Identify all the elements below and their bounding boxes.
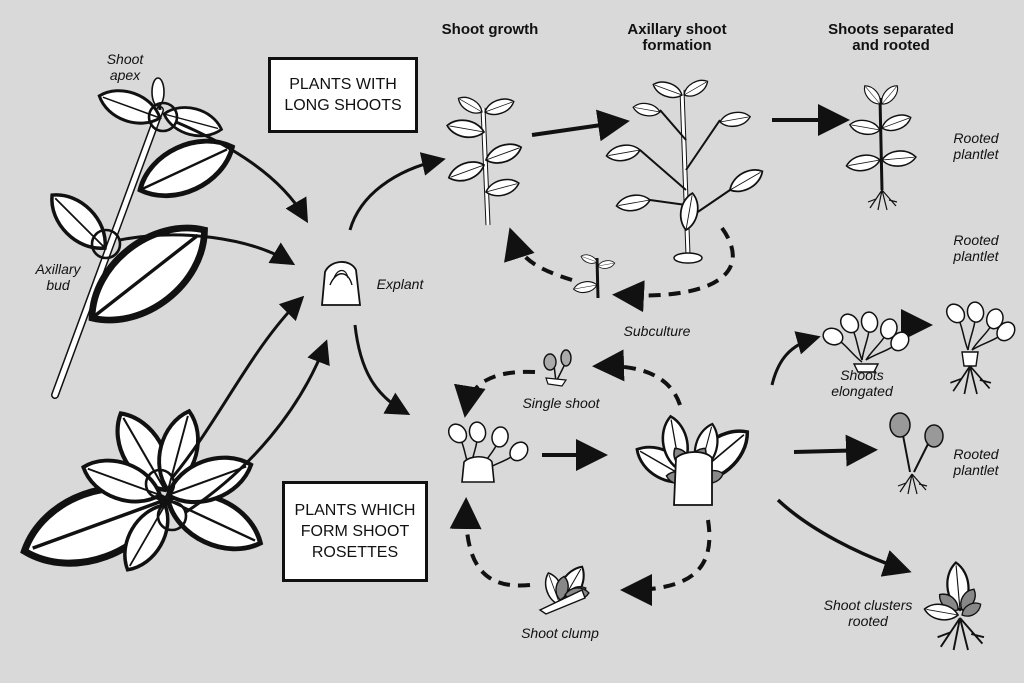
- arrows-from-explant: [348, 152, 446, 415]
- shoot-clusters-rooted-illustration: [922, 560, 985, 651]
- header-shoot-growth: Shoot growth: [441, 21, 539, 38]
- header-separated-line-1: Shoots separated: [828, 21, 954, 38]
- label-shoot-clump: Shoot clump: [521, 625, 599, 641]
- label-shoots-elongated: Shoots elongated: [822, 367, 902, 399]
- label-explant: Explant: [376, 276, 424, 292]
- shoots-elongated-illustration: [818, 309, 914, 375]
- arrows-to-explant: [119, 120, 330, 514]
- label-subculture: Subculture: [623, 323, 691, 339]
- bottom-row-arrows: [449, 309, 933, 606]
- label-rooted-plantlet-top: Rooted plantlet: [940, 130, 1012, 162]
- label-axillary-bud: Axillary bud: [25, 261, 91, 293]
- long-shoots-line-2: LONG SHOOTS: [284, 97, 402, 114]
- long-shoots-line-1: PLANTS WITH: [289, 76, 397, 93]
- rosettes-line-2: FORM SHOOT: [300, 523, 410, 540]
- axillary-bud-line-2: bud: [46, 277, 70, 293]
- label-shoot-clusters-rooted: Shoot clusters rooted: [806, 597, 930, 629]
- rooted-middle-line-1: Rooted: [953, 232, 999, 248]
- axillary-bud-line-1: Axillary: [35, 261, 81, 277]
- long-shoot-plant-illustration: [38, 77, 242, 399]
- rosette-cluster-illustration: [628, 413, 760, 506]
- long-shoots-box: PLANTS WITH LONG SHOOTS: [268, 57, 418, 133]
- rooted-top-line-2: plantlet: [953, 146, 999, 162]
- clusters-line-2: rooted: [848, 613, 888, 629]
- header-shoots-separated: Shoots separated and rooted: [806, 22, 976, 54]
- elongated-line-1: Shoots: [840, 367, 884, 383]
- shoot-clump-illustration: [538, 560, 592, 615]
- axillary-formation-illustration: [604, 75, 768, 264]
- explant-illustration: [321, 261, 362, 306]
- elongated-line-2: elongated: [831, 383, 893, 399]
- rooted-lower-line-1: Rooted: [953, 446, 999, 462]
- shoot-apex-line-2: apex: [109, 67, 141, 83]
- label-shoot-apex: Shoot apex: [95, 51, 155, 83]
- rooted-plantlet-lower-illustration: [889, 412, 944, 495]
- label-single-shoot: Single shoot: [522, 395, 600, 411]
- clusters-line-1: Shoot clusters: [823, 597, 913, 613]
- rooted-middle-line-2: plantlet: [953, 248, 999, 264]
- header-axillary-line-1: Axillary shoot: [627, 21, 727, 38]
- top-row-arrows: [504, 104, 850, 313]
- rosette-plant-illustration: [13, 404, 270, 582]
- rooted-top-line-1: Rooted: [953, 130, 999, 146]
- rosette-explant-illustration: [439, 419, 533, 485]
- rooted-plantlet-top-illustration: [844, 81, 918, 211]
- rooted-plantlet-middle-illustration: [937, 299, 1020, 395]
- header-axillary-line-2: formation: [642, 37, 712, 54]
- single-shoot-illustration: [543, 349, 572, 387]
- rooted-lower-line-2: plantlet: [953, 462, 999, 478]
- shoot-growth-illustration: [444, 92, 525, 226]
- header-separated-line-2: and rooted: [852, 37, 930, 54]
- label-rooted-plantlet-lower: Rooted plantlet: [940, 446, 1012, 478]
- subculture-shoot-illustration: [572, 252, 616, 299]
- label-rooted-plantlet-middle: Rooted plantlet: [940, 232, 1012, 264]
- rosettes-line-1: PLANTS WHICH: [294, 502, 416, 519]
- shoot-apex-line-1: Shoot: [106, 51, 144, 67]
- header-axillary-shoot-formation: Axillary shoot formation: [597, 22, 757, 54]
- rosettes-line-3: ROSETTES: [311, 544, 399, 561]
- shoot-rosettes-box: PLANTS WHICH FORM SHOOT ROSETTES: [282, 481, 428, 582]
